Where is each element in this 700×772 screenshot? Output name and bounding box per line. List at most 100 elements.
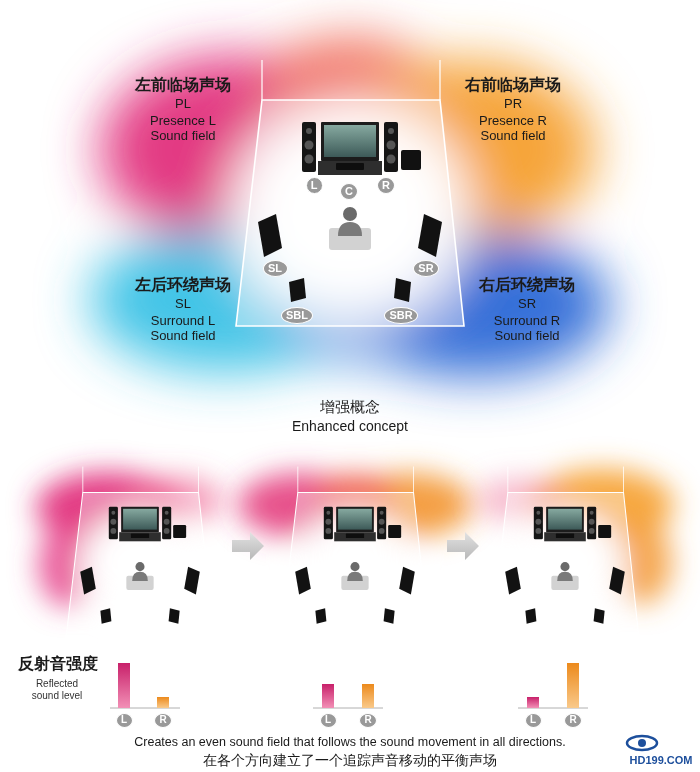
driver xyxy=(535,519,541,525)
speaker-channel-label: C xyxy=(340,183,358,200)
surround-back-l-speaker xyxy=(100,608,111,624)
channel-name: R xyxy=(159,715,166,725)
center-speaker xyxy=(346,534,364,539)
field-code: PL xyxy=(175,97,191,112)
center-speaker xyxy=(131,534,149,539)
surround-r-speaker xyxy=(609,567,625,595)
main-scene xyxy=(236,60,464,326)
tv-set xyxy=(546,507,584,532)
surround-l-speaker xyxy=(258,214,282,257)
driver xyxy=(379,519,385,525)
caption: Creates an even sound field that follows… xyxy=(134,735,566,749)
front-r-speaker xyxy=(384,122,398,172)
av-rack xyxy=(318,161,382,175)
listener-head xyxy=(135,562,144,571)
field-title: 右后环绕声场 xyxy=(479,276,575,294)
surround-back-l-speaker xyxy=(289,278,306,302)
chart-title: 反射音强度 xyxy=(18,655,98,673)
driver xyxy=(379,528,385,534)
field-title: 左后环绕声场 xyxy=(135,276,231,294)
tv-set xyxy=(336,507,374,532)
step-arrow xyxy=(447,532,479,560)
channel-marker-small: L xyxy=(116,713,133,728)
surround-back-r-speaker xyxy=(384,608,395,624)
channel-name: L xyxy=(325,715,331,725)
surround-l-speaker xyxy=(295,567,311,595)
level-bar-r xyxy=(362,684,374,708)
level-bar-l xyxy=(118,663,130,708)
channel-name: C xyxy=(345,186,353,197)
driver xyxy=(380,511,384,515)
field-code: SL xyxy=(175,297,191,312)
front-l-speaker xyxy=(109,507,118,539)
speaker-channel-label: SR xyxy=(413,260,439,277)
subwoofer xyxy=(173,525,186,538)
speaker-channel-label: SL xyxy=(263,260,288,277)
surround-back-r-speaker xyxy=(169,608,180,624)
driver xyxy=(110,519,116,525)
channel-name: SL xyxy=(268,263,282,274)
listener-body xyxy=(347,572,363,581)
channel-name: L xyxy=(311,180,318,191)
channel-name: SR xyxy=(418,263,433,274)
driver xyxy=(388,128,394,134)
listener-head xyxy=(343,207,357,221)
channel-name: SBR xyxy=(389,310,412,321)
driver xyxy=(325,528,331,534)
field-code: PR xyxy=(504,97,522,112)
tv-screen xyxy=(548,509,582,530)
driver xyxy=(387,141,396,150)
surround-r-speaker xyxy=(418,214,442,257)
mini-scene xyxy=(66,467,214,640)
listener-body xyxy=(557,572,573,581)
room-floor xyxy=(236,100,464,326)
step-arrow xyxy=(232,532,264,560)
level-bar-l xyxy=(527,697,539,708)
surround-back-r-speaker xyxy=(594,608,605,624)
channel-marker-small: R xyxy=(359,713,377,728)
field-name: Surround L Sound field xyxy=(138,313,228,343)
level-bar-r xyxy=(157,697,169,708)
channel-marker-small: L xyxy=(525,713,542,728)
field-title: 左前临场声场 xyxy=(135,76,231,94)
surround-back-l-speaker xyxy=(525,608,536,624)
subwoofer xyxy=(388,525,401,538)
mini-scene xyxy=(281,467,429,640)
front-l-speaker xyxy=(534,507,543,539)
room-edge xyxy=(82,467,83,493)
av-rack xyxy=(544,532,586,541)
channel-name: L xyxy=(121,715,127,725)
driver xyxy=(305,141,314,150)
level-bar-r xyxy=(567,663,579,708)
surround-r-speaker xyxy=(399,567,415,595)
driver xyxy=(536,511,540,515)
driver xyxy=(387,155,396,164)
subwoofer xyxy=(598,525,611,538)
listener-body xyxy=(338,222,362,236)
driver xyxy=(164,528,170,534)
room-edge xyxy=(261,60,262,100)
field-name: Presence L Sound field xyxy=(138,113,228,143)
surround-back-l-speaker xyxy=(315,608,326,624)
driver xyxy=(325,519,331,525)
speaker-channel-label: L xyxy=(306,177,323,194)
mini-scene xyxy=(491,467,639,640)
tv-screen xyxy=(324,125,376,157)
surround-l-speaker xyxy=(80,567,96,595)
field-code: SR xyxy=(518,297,536,312)
logo-eye xyxy=(627,736,657,750)
front-r-speaker xyxy=(587,507,596,539)
driver xyxy=(111,511,115,515)
front-r-speaker xyxy=(162,507,171,539)
center-speaker xyxy=(556,534,574,539)
av-rack xyxy=(334,532,376,541)
room-floor xyxy=(281,493,429,640)
room-edge xyxy=(623,467,624,493)
subwoofer xyxy=(401,150,421,170)
concept-title: 增强概念 xyxy=(320,398,380,415)
driver xyxy=(305,155,314,164)
room-edge xyxy=(439,60,440,100)
room-floor xyxy=(491,493,639,640)
listener-head xyxy=(560,562,569,571)
